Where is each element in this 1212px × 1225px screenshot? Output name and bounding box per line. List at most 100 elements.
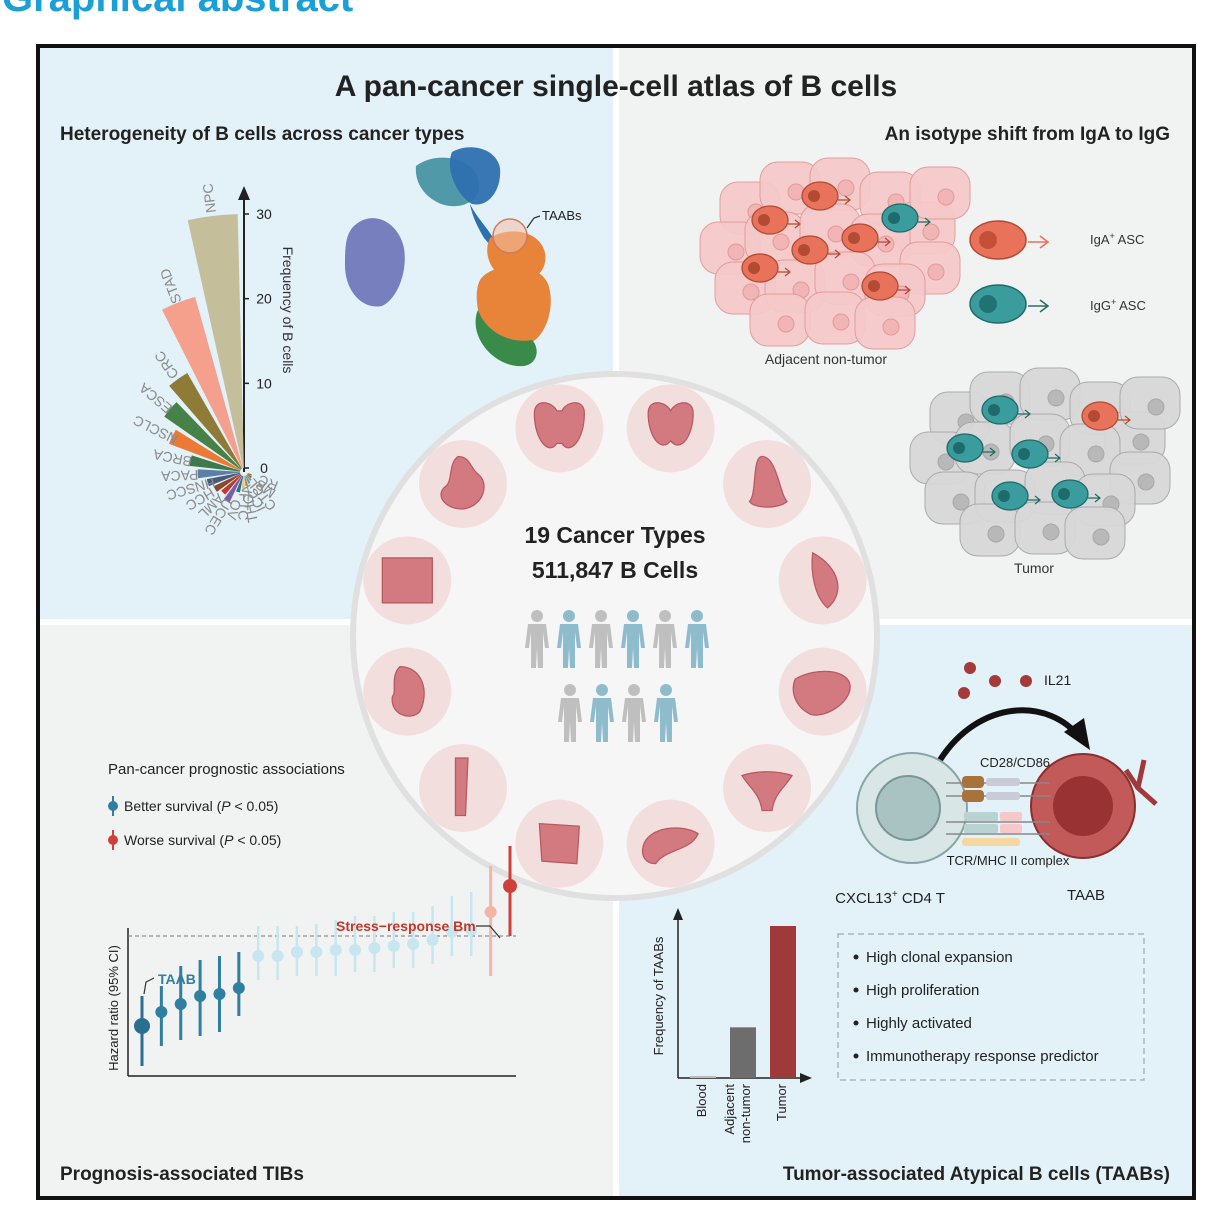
thyroid-icon bbox=[626, 384, 715, 473]
bar-label-tumor: Tumor bbox=[774, 1083, 789, 1121]
umap-plot: TAABs bbox=[344, 147, 582, 367]
hazard-ratio-point bbox=[174, 998, 187, 1010]
center-b-cells: 511,847 B Cells bbox=[532, 557, 698, 583]
hazard-ratio-point bbox=[134, 1018, 150, 1034]
lung-icon bbox=[515, 384, 604, 473]
taab-bar-blood bbox=[690, 1075, 716, 1078]
radial-bar-rc bbox=[247, 473, 252, 476]
taab-title: Tumor-associated Atypical B cells (TAABs… bbox=[783, 1164, 1170, 1185]
taab-bar-adjacent-non-tumor bbox=[730, 1027, 756, 1078]
hazard-ratio-ylabel: Hazard ratio (95% CI) bbox=[106, 945, 121, 1071]
radial-label-paca: PACA bbox=[160, 467, 198, 484]
svg-text:Better survival (P < 0.05): Better survival (P < 0.05) bbox=[124, 798, 278, 814]
breast-icon bbox=[778, 536, 867, 625]
radial-bar-paca bbox=[197, 469, 241, 479]
radial-bar-hnscc bbox=[206, 472, 241, 487]
hazard-ratio-point bbox=[310, 946, 323, 958]
center-cancer-types: 19 Cancer Types bbox=[524, 522, 705, 548]
feature-item: Immunotherapy response predictor bbox=[866, 1048, 1099, 1065]
radial-label-ftc: FTC bbox=[235, 493, 252, 521]
prognosis-title: Prognosis-associated TIBs bbox=[60, 1164, 304, 1185]
isotype-title: An isotype shift from IgA to IgG bbox=[885, 124, 1170, 145]
hazard-ratio-plot: Hazard ratio (95% CI) TAAB Stress−respon… bbox=[106, 846, 517, 1077]
hazard-ratio-point bbox=[407, 938, 420, 950]
radial-bar-thca bbox=[244, 475, 249, 487]
hazard-ratio-point bbox=[329, 944, 342, 956]
heterogeneity-title: Heterogeneity of B cells across cancer t… bbox=[60, 124, 464, 145]
iga-asc-legend: IgA+ ASC bbox=[969, 220, 1144, 260]
hazard-ratio-point bbox=[232, 982, 245, 994]
hazard-ratio-point bbox=[252, 950, 265, 962]
umap-taabs-label: TAABs bbox=[542, 208, 582, 223]
page-heading: Graphical abstract bbox=[2, 0, 353, 18]
taab-cell-label: TAAB bbox=[1067, 887, 1105, 904]
stomach-icon bbox=[418, 439, 507, 528]
radial-bar-crc bbox=[169, 373, 243, 469]
hazard-ratio-point bbox=[445, 926, 458, 938]
bone-icon bbox=[418, 744, 507, 833]
svg-text:CXCL13+ CD4 T: CXCL13+ CD4 T bbox=[835, 889, 945, 907]
graphical-abstract-frame: A pan-cancer single-cell atlas of B cell… bbox=[36, 44, 1196, 1200]
taab-cell bbox=[1030, 753, 1158, 859]
tcr-label: TCR/MHC II complex bbox=[947, 853, 1070, 868]
features-box bbox=[837, 933, 1145, 1081]
radial-axis-label: Frequency of B cells bbox=[280, 247, 296, 374]
taab-bar-tumor bbox=[770, 926, 796, 1078]
hazard-ratio-point bbox=[194, 990, 207, 1002]
radial-bar-brca bbox=[189, 455, 241, 472]
hazard-ratio-point bbox=[484, 906, 497, 918]
adjacent-label: Adjacent non-tumor bbox=[765, 351, 888, 367]
hazard-ratio-point bbox=[349, 944, 362, 956]
receptor-complex bbox=[946, 776, 1050, 846]
nose-icon bbox=[723, 439, 812, 528]
svg-text:IgA+ ASC: IgA+ ASC bbox=[1090, 231, 1144, 247]
colon-icon bbox=[363, 536, 452, 625]
bar-label-blood: Blood bbox=[694, 1084, 709, 1117]
main-title: A pan-cancer single-cell atlas of B cell… bbox=[335, 70, 897, 103]
feature-item: High proliferation bbox=[866, 982, 979, 999]
hazard-ratio-point bbox=[213, 988, 226, 1000]
radial-label-thca: THCA bbox=[237, 483, 260, 524]
hazard-ratio-point bbox=[387, 940, 400, 952]
radial-tick-20: 20 bbox=[256, 291, 272, 307]
pancreas-icon bbox=[626, 799, 715, 888]
center-circle bbox=[350, 371, 880, 901]
prognosis-legend-title: Pan-cancer prognostic associations bbox=[108, 761, 345, 778]
patient-silhouettes bbox=[525, 610, 709, 742]
feature-item: Highly activated bbox=[866, 1015, 972, 1032]
radial-bar-esca bbox=[164, 402, 242, 470]
tumor-tissue-cluster bbox=[909, 367, 1181, 560]
radial-label-ov: OV bbox=[223, 498, 244, 523]
abstract-figure: A pan-cancer single-cell atlas of B cell… bbox=[40, 48, 1192, 1196]
radial-tick-0: 0 bbox=[260, 460, 268, 476]
radial-bar-ftc bbox=[241, 475, 245, 489]
radial-bar-mb bbox=[247, 474, 252, 479]
cd4-t-cell bbox=[856, 752, 968, 864]
bar-label-adjacent-1: Adjacent bbox=[722, 1084, 737, 1135]
uterus-icon bbox=[723, 744, 812, 833]
tumor-label: Tumor bbox=[1014, 560, 1054, 576]
hazard-ratio-point bbox=[155, 1006, 168, 1018]
hazard-ratio-point bbox=[368, 942, 381, 954]
svg-text:Worse survival (P < 0.05): Worse survival (P < 0.05) bbox=[124, 832, 281, 848]
bar-label-adjacent-2: non-tumor bbox=[738, 1083, 753, 1143]
organ-ring bbox=[363, 384, 867, 888]
il21-label: IL21 bbox=[1044, 672, 1071, 688]
feature-item: High clonal expansion bbox=[866, 949, 1013, 966]
radial-bar-icc bbox=[245, 475, 251, 484]
radial-tick-10: 10 bbox=[256, 375, 272, 391]
radial-bar-ctcl bbox=[246, 474, 252, 481]
worse-survival-legend: Worse survival (P < 0.05) bbox=[108, 830, 281, 850]
hazard-ratio-point bbox=[503, 879, 517, 893]
radial-label-rc: RC bbox=[256, 472, 281, 494]
radial-bar-hcc bbox=[213, 473, 241, 492]
radial-bar-nsclc bbox=[168, 429, 241, 471]
igg-asc-legend: IgG+ ASC bbox=[969, 284, 1146, 324]
stress-response-label: Stress−response Bm bbox=[336, 918, 476, 934]
cd28-label: CD28/CD86 bbox=[980, 755, 1050, 770]
radial-bar-npc bbox=[187, 214, 244, 469]
stomach-tissue-icon bbox=[515, 799, 604, 888]
radial-bar-aml bbox=[221, 474, 242, 495]
svg-text:IgG+ ASC: IgG+ ASC bbox=[1090, 297, 1146, 313]
